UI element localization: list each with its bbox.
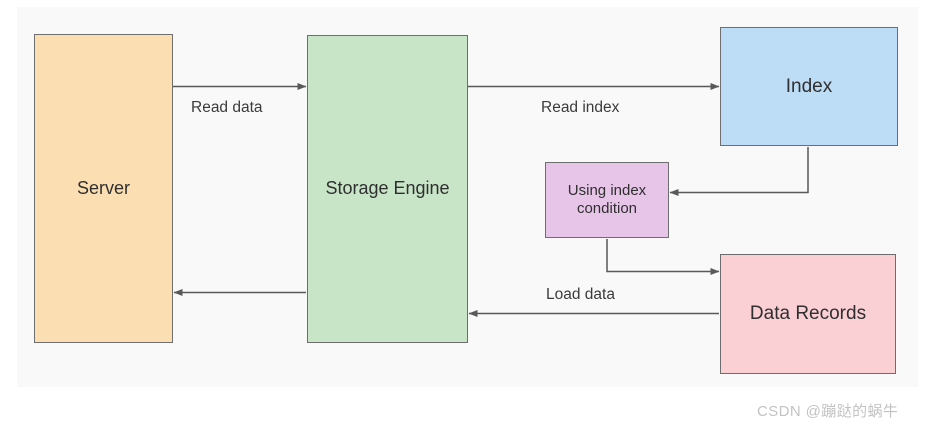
edge-label-read-data: Read data <box>191 99 263 116</box>
node-storage-engine[interactable]: Storage Engine <box>307 35 468 343</box>
node-index-label: Index <box>785 75 833 97</box>
node-data-records-label: Data Records <box>749 303 867 325</box>
node-index[interactable]: Index <box>720 27 898 146</box>
node-server[interactable]: Server <box>34 34 173 343</box>
node-using-index-condition[interactable]: Using index condition <box>545 162 669 238</box>
node-using-index-condition-label: Using index condition <box>567 181 647 217</box>
edge-label-load-data: Load data <box>546 286 615 303</box>
watermark: CSDN @蹦跶的蜗牛 <box>757 403 899 420</box>
edge-label-read-index: Read index <box>541 99 620 116</box>
node-storage-engine-label: Storage Engine <box>325 178 450 199</box>
node-server-label: Server <box>76 177 130 198</box>
node-data-records[interactable]: Data Records <box>720 254 896 374</box>
